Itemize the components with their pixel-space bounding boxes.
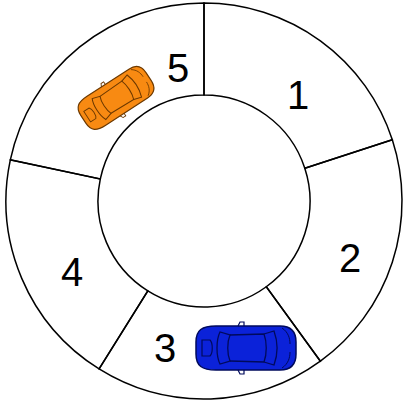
ring-sector: 2 [264,137,404,364]
sector-number: 2 [339,238,361,278]
blue-car [196,322,296,374]
sector-number: 4 [61,252,83,292]
ring-sector: 3 [97,284,323,401]
ring-sector: 4 [4,157,150,371]
ring-sector: 1 [202,1,395,171]
sector-border [6,160,148,369]
sector-outline [264,137,404,364]
sector-outline [8,1,206,181]
sector-number: 5 [167,48,189,88]
sector-number: 1 [287,75,309,115]
sector-border [99,287,320,399]
sector-outline [97,284,323,401]
sector-number: 3 [154,328,176,368]
sector-border [10,3,204,179]
sector-border [204,3,392,168]
ring-sector: 5 [8,1,206,181]
sector-border [266,140,402,361]
orange-car [72,60,160,136]
